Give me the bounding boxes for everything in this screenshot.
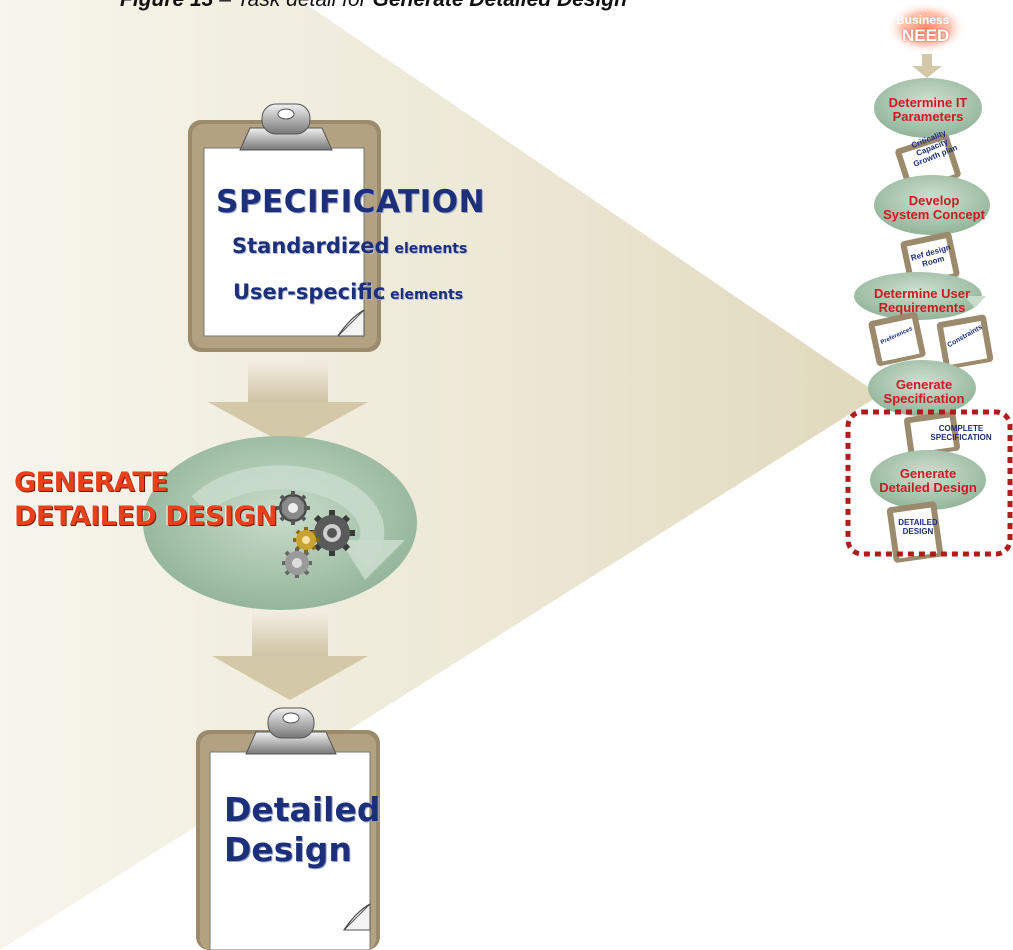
mini-clipboard — [936, 314, 994, 370]
mini-clipboard — [903, 411, 961, 457]
step-line: Specification — [883, 391, 965, 406]
output-title-line1: Detailed — [224, 790, 381, 829]
figure-caption: Figure 13 – Task detail for Generate Det… — [120, 0, 627, 12]
step-line: Determine User — [873, 286, 971, 301]
step-line: Generate — [895, 377, 953, 392]
step-line: Determine IT — [888, 95, 968, 110]
output-title: Detailed Design — [224, 790, 380, 870]
caption-dash: – — [213, 0, 236, 11]
note-line: DETAILED — [898, 518, 938, 527]
mini-clipboard — [886, 501, 944, 563]
step-determine-it-parameters: Determine IT Parameters — [876, 96, 980, 124]
detailed-design-note: DETAILED DESIGN — [896, 518, 940, 536]
note-line: SPECIFICATION — [930, 433, 992, 442]
output-title-line2: Design — [224, 830, 352, 869]
clip-icon — [239, 103, 333, 151]
step-develop-system-concept: Develop System Concept — [872, 194, 996, 222]
step-line: System Concept — [883, 207, 985, 222]
note-line: COMPLETE — [938, 424, 984, 433]
step-line: Requirements — [878, 300, 966, 315]
step-generate-specification: Generate Specification — [870, 378, 978, 406]
down-arrow-2 — [212, 612, 368, 700]
step-line: Generate — [899, 466, 957, 481]
clip-icon — [245, 707, 337, 755]
user-specific-suffix: elements — [385, 287, 464, 303]
mini-clipboard — [868, 312, 926, 366]
current-step-highlight — [845, 409, 1013, 557]
step-line: Develop — [908, 193, 960, 208]
step-determine-user-requirements: Determine User Requirements — [862, 287, 982, 315]
standardized-suffix: elements — [389, 241, 468, 257]
caption-task: Generate Detailed Design — [373, 0, 627, 11]
detailed-design-clipboard — [196, 707, 380, 950]
business-label: Business — [896, 13, 950, 27]
user-specific-elements: User-specific elements — [233, 280, 463, 304]
process-label: GENERATE DETAILED DESIGN — [14, 466, 278, 534]
process-label-line2: DETAILED DESIGN — [14, 501, 278, 532]
standardized-elements: Standardized elements — [232, 234, 467, 258]
step-line: Detailed Design — [879, 480, 977, 495]
figure-number: Figure 13 — [120, 0, 213, 11]
step-line: Parameters — [892, 109, 964, 124]
process-label-line1: GENERATE — [14, 467, 169, 498]
gears-icon — [276, 491, 355, 578]
standardized-label: Standardized — [232, 234, 390, 258]
note-line: DESIGN — [902, 527, 934, 536]
caption-text: Task detail for — [237, 0, 373, 11]
specification-clipboard — [188, 103, 381, 352]
step-generate-detailed-design: Generate Detailed Design — [868, 467, 988, 495]
specification-title: SPECIFICATION — [216, 184, 486, 220]
user-specific-label: User-specific — [233, 280, 386, 304]
complete-spec-note: COMPLETE SPECIFICATION — [916, 424, 1006, 442]
down-arrow-1 — [208, 362, 368, 446]
need-label: NEED — [902, 26, 950, 45]
process-ellipse — [143, 436, 417, 610]
process-flow-graphics — [845, 2, 1013, 563]
